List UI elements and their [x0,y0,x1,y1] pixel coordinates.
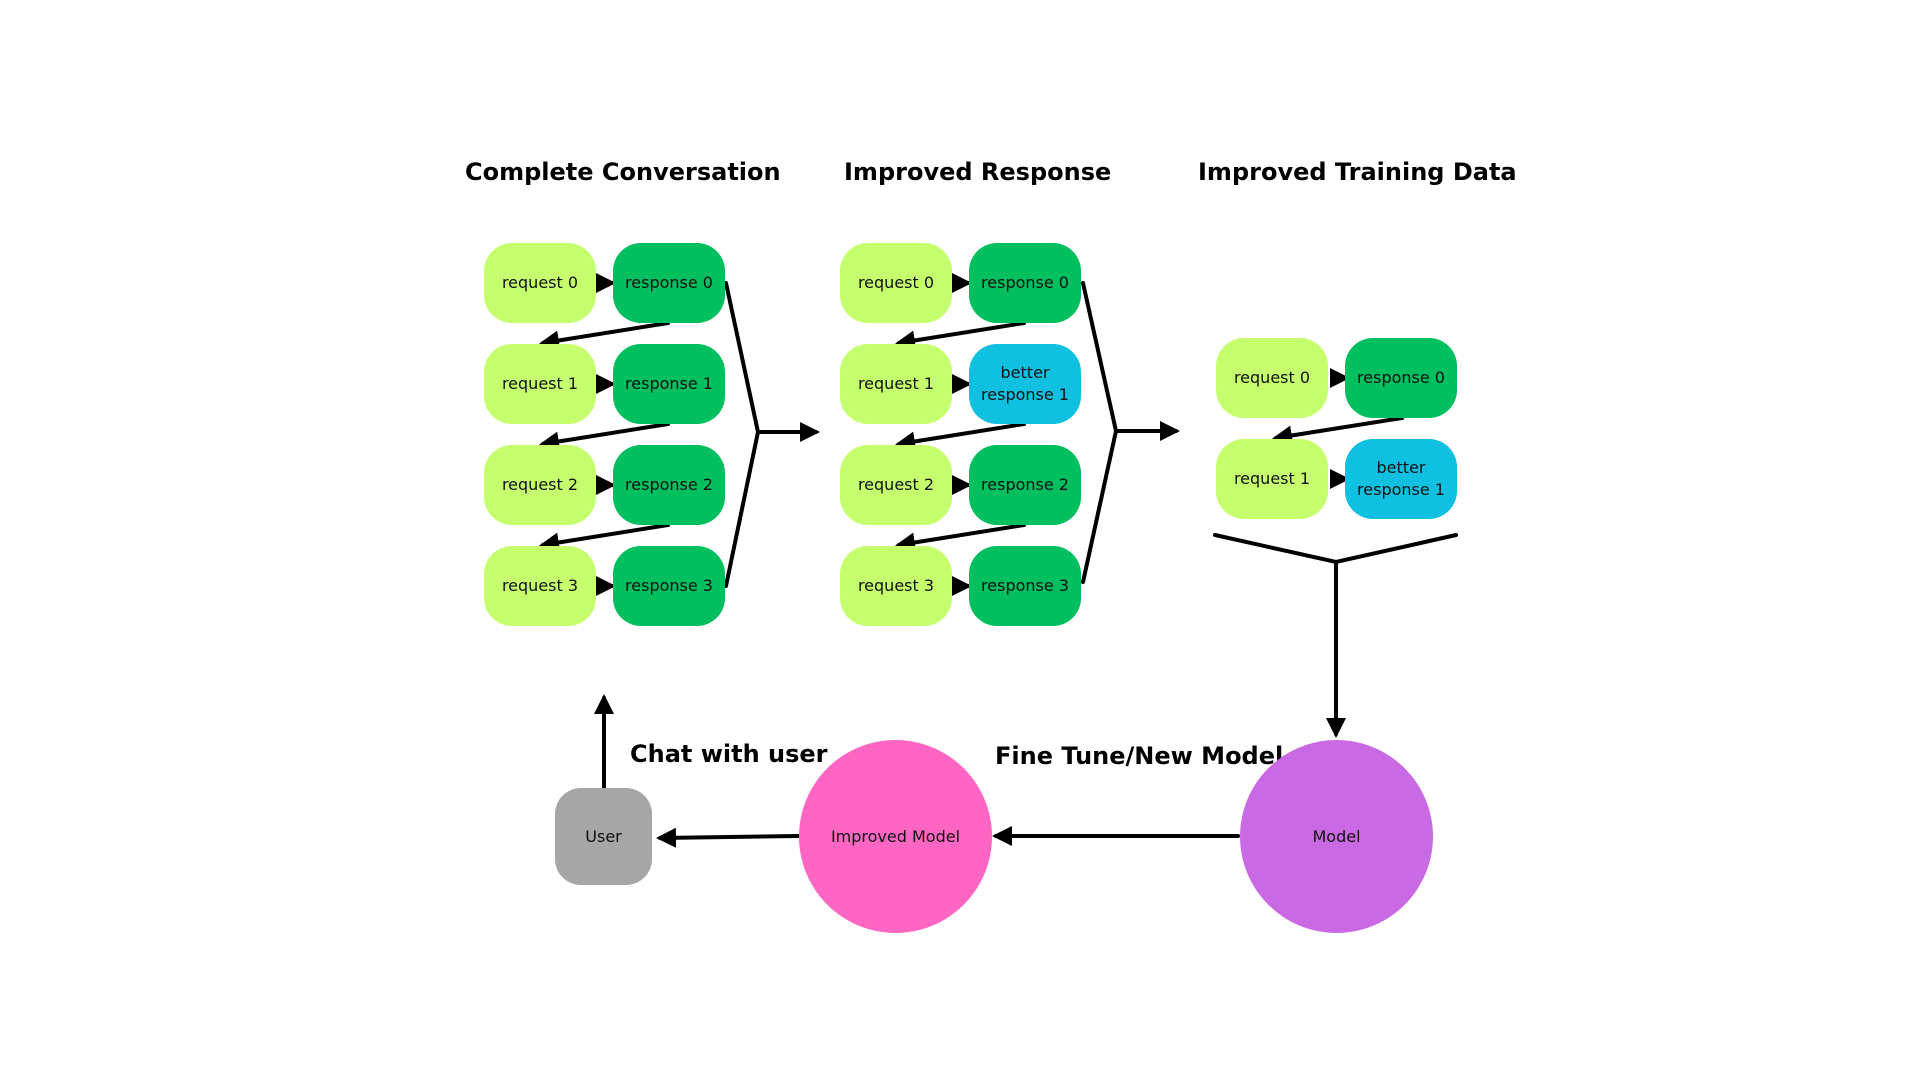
arrow-c1-d2 [539,523,670,553]
bracket-c2 [1081,281,1119,584]
c1-response-3: response 3 [613,546,725,626]
bracket-c1 [724,281,761,588]
arrow-improved-to-user [656,827,800,848]
c2-request-2: request 2 [840,445,952,525]
c3-better-response-1: better response 1 [1345,439,1457,519]
bracket-c3 [1213,533,1458,565]
title-complete-conversation: Complete Conversation [465,158,781,186]
arrow-c1-d1 [539,422,670,452]
arrow-c2-d0 [895,321,1026,351]
c2-request-0: request 0 [840,243,952,323]
c1-request-2: request 2 [484,445,596,525]
c3-response-0: response 0 [1345,338,1457,418]
c2-request-3: request 3 [840,546,952,626]
user-node: User [555,788,652,885]
c2-request-1: request 1 [840,344,952,424]
arrow-c1-d0 [539,321,670,351]
label-fine-tune: Fine Tune/New Model [995,742,1284,770]
c2-response-3: response 3 [969,546,1081,626]
c1-response-1: response 1 [613,344,725,424]
c1-response-0: response 0 [613,243,725,323]
label-chat-with-user: Chat with user [630,740,828,768]
arrow-c2-d1 [895,422,1026,452]
c1-response-2: response 2 [613,445,725,525]
c1-request-1: request 1 [484,344,596,424]
improved-model-node: Improved Model [799,740,992,933]
c2-response-0: response 0 [969,243,1081,323]
c2-response-2: response 2 [969,445,1081,525]
arrow-c3-d0 [1272,416,1404,446]
c2-better-response-1: better response 1 [969,344,1081,424]
arrow-c2-d2 [895,523,1026,553]
model-node: Model [1240,740,1433,933]
c3-request-0: request 0 [1216,338,1328,418]
c1-request-3: request 3 [484,546,596,626]
title-improved-training-data: Improved Training Data [1198,158,1517,186]
title-improved-response: Improved Response [844,158,1112,186]
c3-request-1: request 1 [1216,439,1328,519]
c1-request-0: request 0 [484,243,596,323]
